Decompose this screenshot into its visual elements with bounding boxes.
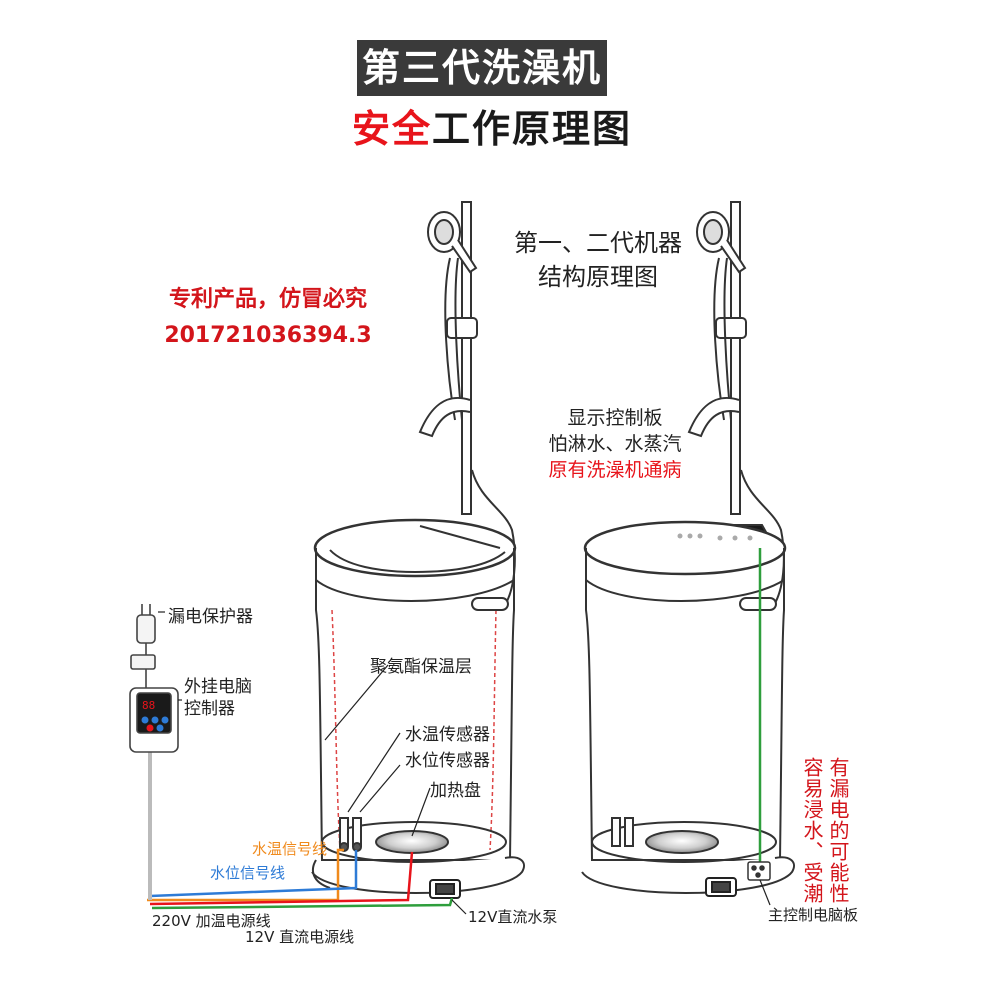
water-temp-sensor-label: 水温传感器: [405, 725, 490, 745]
patent-number: 201721036394.3: [164, 323, 372, 348]
leakage-protector-label: 漏电保护器: [168, 607, 253, 627]
right-shower-pole: [730, 201, 741, 515]
left-leader-lines: [158, 611, 467, 915]
diagram-title: 第三代洗澡机: [357, 40, 607, 96]
right-machine: [581, 201, 795, 894]
main-control-board-icon: [747, 861, 771, 881]
left-shower-head-icon: [427, 211, 478, 274]
wire-water-temp: [147, 848, 344, 902]
display-panel-line1: 显示控制板: [567, 407, 663, 429]
main-board-label: 主控制电脑板: [768, 906, 859, 924]
gen12-caption: 第一、二代机器 结构原理图: [498, 226, 698, 294]
display-panel-line3: 原有洗澡机通病: [548, 459, 682, 481]
leakage-protector-icon: [130, 604, 156, 690]
left-machine: [311, 201, 525, 894]
gen12-caption-line1: 第一、二代机器: [514, 229, 682, 257]
wire-water-level: [149, 850, 358, 898]
water-temp-wire-label: 水温信号线: [252, 840, 328, 858]
water-level-sensor-label: 水位传感器: [405, 751, 490, 771]
right-shower-head-icon: [696, 211, 747, 274]
heating-plate-label: 加热盘: [430, 781, 481, 801]
gen12-caption-line2: 结构原理图: [538, 263, 658, 291]
diagram-subtitle: 安全工作原理图: [352, 104, 652, 154]
left-pump-icon: [429, 879, 461, 899]
water-level-wire-label: 水位信号线: [210, 864, 286, 882]
controller-label-line1: 外挂电脑: [184, 677, 252, 697]
pump-label: 12V直流水泵: [468, 908, 558, 926]
wires: [147, 752, 454, 910]
controller-label: 外挂电脑 控制器: [184, 676, 252, 720]
wire-12v: [151, 897, 454, 910]
external-controller-icon: 88: [129, 687, 179, 753]
subtitle-rest: 工作原理图: [432, 107, 633, 151]
wire-220v: [149, 851, 414, 906]
controller-label-line2: 控制器: [184, 699, 235, 719]
dc-wire-label: 12V 直流电源线: [245, 928, 355, 946]
svg-text:88: 88: [142, 699, 155, 712]
heating-wire-label: 220V 加温电源线: [152, 912, 271, 930]
right-pump-icon: [705, 877, 737, 897]
display-panel-line2: 怕淋水、水蒸汽: [548, 433, 682, 455]
left-shower-pole: [461, 201, 472, 515]
patent-notice: 专利产品，仿冒必究 201721036394.3: [138, 282, 398, 354]
patent-warning: 专利产品，仿冒必究: [168, 287, 367, 312]
right-leader-lines: [759, 879, 771, 906]
insulation-layer-label: 聚氨酯保温层: [370, 657, 472, 677]
display-panel-label: 显示控制板 怕淋水、水蒸汽 原有洗澡机通病: [525, 405, 705, 483]
leak-note-col1: 有漏电的可能性: [826, 757, 850, 904]
leak-note-col2: 容易浸水、受潮: [800, 757, 824, 904]
subtitle-highlight: 安全: [352, 107, 433, 151]
